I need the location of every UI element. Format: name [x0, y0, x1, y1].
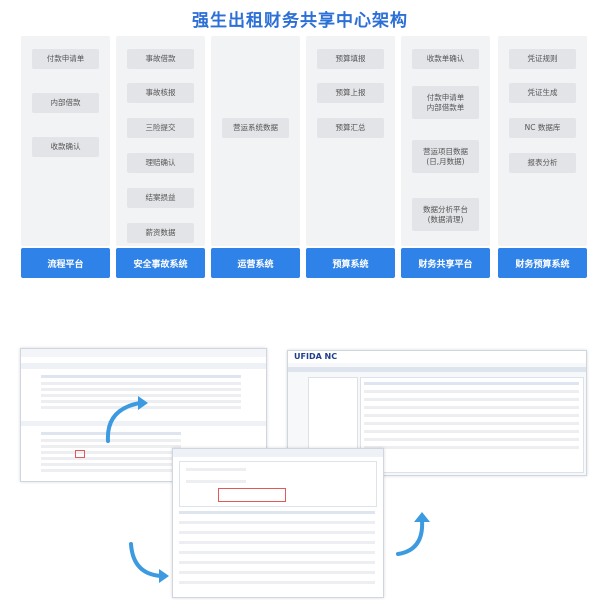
- form-row: [186, 468, 246, 471]
- table-row: [179, 541, 375, 544]
- item-payment-loan-docs: 付款申请单 内部借款单: [412, 86, 479, 119]
- item-voucher-generate: 凭证生成: [509, 83, 576, 103]
- table-row: [41, 469, 181, 472]
- table-row: [364, 446, 579, 449]
- form-panel: [179, 461, 377, 507]
- table-row: [179, 561, 375, 564]
- table-row: [179, 521, 375, 524]
- item-nc-database: NC 数据库: [509, 118, 576, 138]
- screenshot-titlebar: [21, 349, 266, 357]
- table-header: [41, 432, 181, 435]
- item-data-analysis-platform: 数据分析平台 (数据清理): [412, 198, 479, 231]
- table-row: [364, 390, 579, 393]
- item-voucher-rules: 凭证规则: [509, 49, 576, 69]
- screenshot-header: UFIDA NC: [288, 351, 586, 363]
- table-header: [41, 375, 241, 378]
- form-row: [186, 480, 246, 483]
- table-row: [179, 531, 375, 534]
- footer-finance-budget-system: 财务预算系统: [498, 248, 587, 278]
- table-row: [364, 414, 579, 417]
- table-row: [41, 463, 181, 466]
- column-panel: 付款申请单 内部借款 收款确认: [21, 36, 110, 246]
- table-row: [41, 388, 241, 391]
- item-internal-loan: 内部借款: [32, 93, 99, 113]
- table-row: [41, 457, 181, 460]
- screenshot-toolbar: [288, 367, 586, 372]
- item-receipt-confirm: 收款确认: [32, 137, 99, 157]
- item-salary-data: 薪资数据: [127, 223, 194, 243]
- column-panel: 事故借款 事故核报 三险提交 理赔确认 结案损益 薪资数据: [116, 36, 205, 246]
- item-report-analysis: 报表分析: [509, 153, 576, 173]
- item-payment-request: 付款申请单: [32, 49, 99, 69]
- table-row: [41, 394, 241, 397]
- screenshot-middle: [172, 448, 384, 598]
- table-row: [364, 398, 579, 401]
- item-budget-summary: 预算汇总: [317, 118, 384, 138]
- footer-budget-system: 预算系统: [306, 248, 395, 278]
- curved-arrow-icon: [396, 512, 430, 556]
- table-row: [179, 551, 375, 554]
- column-process-platform: 付款申请单 内部借款 收款确认 流程平台: [21, 36, 110, 278]
- screenshot-left: [20, 348, 267, 482]
- screenshot-right: UFIDA NC: [287, 350, 587, 476]
- item-insurance-submit: 三险提交: [127, 118, 194, 138]
- table-row: [179, 571, 375, 574]
- highlight-field: [218, 488, 286, 502]
- item-receipt-doc-confirm: 收款单确认: [412, 49, 479, 69]
- table-row: [179, 581, 375, 584]
- item-case-pnl: 结案损益: [127, 188, 194, 208]
- table-row: [364, 438, 579, 441]
- footer-operation-system: 运营系统: [211, 248, 300, 278]
- column-panel: 凭证规则 凭证生成 NC 数据库 报表分析: [498, 36, 587, 246]
- table-row: [41, 451, 181, 454]
- screenshot-subheader: [21, 421, 266, 426]
- column-panel: 营运系统数据: [211, 36, 300, 246]
- page-title: 强生出租财务共享中心架构: [192, 11, 408, 31]
- ufida-logo: UFIDA NC: [294, 352, 338, 361]
- column-panel: 收款单确认 付款申请单 内部借款单 营运项目数据 (日,月数据) 数据分析平台 …: [401, 36, 490, 246]
- table-header: [179, 511, 375, 514]
- table-row: [364, 422, 579, 425]
- column-operation-system: 营运系统数据 运营系统: [211, 36, 300, 278]
- grid-panel: [360, 377, 584, 473]
- item-claim-confirm: 理赔确认: [127, 153, 194, 173]
- screenshot-titlebar: [173, 449, 383, 457]
- table-row: [41, 382, 241, 385]
- screenshot-toolbar: [21, 363, 266, 369]
- footer-safety-accident-system: 安全事故系统: [116, 248, 205, 278]
- item-budget-report: 预算上报: [317, 83, 384, 103]
- column-finance-shared-platform: 收款单确认 付款申请单 内部借款单 营运项目数据 (日,月数据) 数据分析平台 …: [401, 36, 490, 278]
- footer-process-platform: 流程平台: [21, 248, 110, 278]
- column-safety-accident-system: 事故借款 事故核报 三险提交 理赔确认 结案损益 薪资数据 安全事故系统: [116, 36, 205, 278]
- item-accident-loan: 事故借款: [127, 49, 194, 69]
- table-header: [364, 382, 579, 385]
- column-panel: 预算填报 预算上报 预算汇总: [306, 36, 395, 246]
- column-budget-system: 预算填报 预算上报 预算汇总 预算系统: [306, 36, 395, 278]
- table-row: [41, 439, 181, 442]
- item-operation-project-data: 营运项目数据 (日,月数据): [412, 140, 479, 173]
- item-budget-fill: 预算填报: [317, 49, 384, 69]
- curved-arrow-icon: [105, 396, 148, 443]
- item-accident-report: 事故核报: [127, 83, 194, 103]
- table-row: [364, 430, 579, 433]
- highlight-cell: [75, 450, 85, 458]
- table-row: [364, 406, 579, 409]
- table-row: [41, 445, 181, 448]
- item-operation-data: 营运系统数据: [222, 118, 289, 138]
- column-finance-budget-system: 凭证规则 凭证生成 NC 数据库 报表分析 财务预算系统: [498, 36, 587, 278]
- curved-arrow-icon: [129, 542, 169, 583]
- footer-finance-shared-platform: 财务共享平台: [401, 248, 490, 278]
